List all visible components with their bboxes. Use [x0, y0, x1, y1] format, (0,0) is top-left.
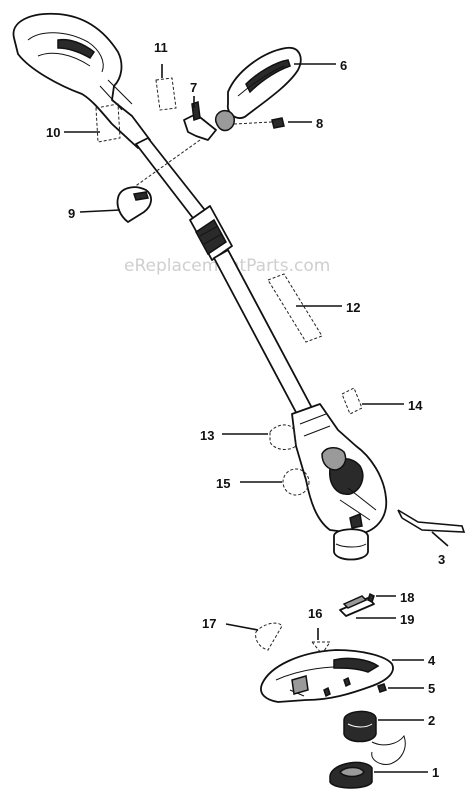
shaft-coupler: [189, 205, 233, 261]
handle-bracket: [129, 100, 217, 191]
spool-hub-upper: [333, 528, 369, 561]
line-cutter-blade: [339, 592, 375, 617]
housing-label-15: [282, 468, 310, 496]
callout-7: 7: [190, 80, 197, 95]
callout-17: 17: [202, 616, 216, 631]
guard-screws: [323, 676, 387, 698]
handle-screw: [233, 117, 285, 129]
leader-lines: [64, 63, 449, 773]
spool-cap: [329, 761, 373, 789]
housing-label-13: [269, 424, 297, 450]
callout-19: 19: [400, 612, 414, 627]
callout-10: 10: [46, 125, 60, 140]
callout-15: 15: [216, 476, 230, 491]
line-guard: [260, 649, 394, 703]
motor-housing: [291, 403, 388, 535]
edge-guide-wire: [397, 509, 466, 533]
callout-13: 13: [200, 428, 214, 443]
callout-5: 5: [428, 681, 435, 696]
callout-2: 2: [428, 713, 435, 728]
callout-14: 14: [408, 398, 423, 413]
callout-18: 18: [400, 590, 414, 605]
callout-4: 4: [428, 653, 436, 668]
callout-3: 3: [438, 552, 445, 567]
callout-9: 9: [68, 206, 75, 221]
callout-12: 12: [346, 300, 360, 315]
handle-label-11: [155, 77, 177, 111]
handle-clamp: [116, 186, 152, 223]
upper-handle-housing: [12, 12, 151, 149]
callout-11: 11: [154, 40, 168, 55]
guard-label-17: [255, 622, 283, 651]
housing-label-14: [341, 387, 363, 415]
shaft-label-12: [267, 273, 323, 343]
guard-label-16: [310, 641, 331, 655]
auxiliary-handle: [214, 46, 302, 132]
trimmer-spool: [343, 710, 406, 765]
callout-8: 8: [316, 116, 323, 131]
callout-6: 6: [340, 58, 347, 73]
callout-1: 1: [432, 765, 439, 780]
handle-label-10: [95, 103, 121, 143]
callout-16: 16: [308, 606, 322, 621]
